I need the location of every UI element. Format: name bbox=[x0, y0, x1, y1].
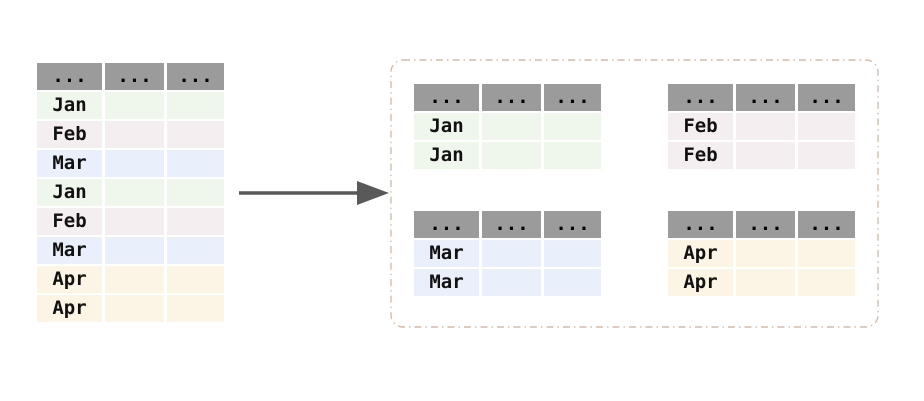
empty-cell bbox=[482, 240, 541, 267]
empty-cell bbox=[736, 142, 795, 169]
empty-cell bbox=[105, 295, 164, 322]
empty-cell bbox=[167, 179, 224, 206]
empty-cell bbox=[798, 240, 855, 267]
empty-cell bbox=[798, 113, 855, 140]
empty-cell bbox=[167, 266, 224, 293]
empty-cell bbox=[798, 142, 855, 169]
empty-cell bbox=[482, 269, 541, 296]
month-cell: Feb bbox=[668, 113, 733, 140]
header-cell: ... bbox=[798, 84, 855, 111]
header-cell: ... bbox=[482, 84, 541, 111]
group-table-feb: ... ... ... Feb Feb bbox=[668, 84, 855, 169]
empty-cell bbox=[167, 208, 224, 235]
header-cell: ... bbox=[414, 211, 479, 238]
header-cell: ... bbox=[167, 63, 224, 90]
empty-cell bbox=[167, 295, 224, 322]
header-cell: ... bbox=[668, 211, 733, 238]
header-cell: ... bbox=[544, 211, 601, 238]
empty-cell bbox=[736, 269, 795, 296]
group-table-mar: ... ... ... Mar Mar bbox=[414, 211, 601, 296]
empty-cell bbox=[482, 113, 541, 140]
empty-cell bbox=[105, 121, 164, 148]
header-cell: ... bbox=[736, 211, 795, 238]
empty-cell bbox=[105, 266, 164, 293]
empty-cell bbox=[736, 113, 795, 140]
empty-cell bbox=[105, 179, 164, 206]
month-cell: Feb bbox=[37, 208, 102, 235]
month-cell: Feb bbox=[37, 121, 102, 148]
empty-cell bbox=[167, 92, 224, 119]
groups-container: ... ... ... Jan Jan ... ... ... Feb Feb … bbox=[390, 59, 879, 328]
empty-cell bbox=[544, 269, 601, 296]
empty-cell bbox=[482, 142, 541, 169]
empty-cell bbox=[105, 208, 164, 235]
month-cell: Jan bbox=[414, 113, 479, 140]
month-cell: Apr bbox=[668, 240, 733, 267]
header-cell: ... bbox=[798, 211, 855, 238]
month-cell: Feb bbox=[668, 142, 733, 169]
month-cell: Jan bbox=[37, 179, 102, 206]
month-cell: Jan bbox=[37, 92, 102, 119]
month-cell: Jan bbox=[414, 142, 479, 169]
empty-cell bbox=[105, 150, 164, 177]
header-cell: ... bbox=[668, 84, 733, 111]
empty-cell bbox=[544, 142, 601, 169]
month-cell: Apr bbox=[37, 266, 102, 293]
empty-cell bbox=[736, 240, 795, 267]
empty-cell bbox=[544, 240, 601, 267]
empty-cell bbox=[167, 121, 224, 148]
header-cell: ... bbox=[105, 63, 164, 90]
month-cell: Mar bbox=[37, 150, 102, 177]
dashed-border bbox=[390, 59, 879, 328]
header-cell: ... bbox=[736, 84, 795, 111]
month-cell: Apr bbox=[668, 269, 733, 296]
empty-cell bbox=[167, 150, 224, 177]
month-cell: Mar bbox=[414, 269, 479, 296]
month-cell: Apr bbox=[37, 295, 102, 322]
empty-cell bbox=[105, 237, 164, 264]
month-cell: Mar bbox=[414, 240, 479, 267]
source-table: ... ... ... Jan Feb Mar Jan Feb Mar Apr … bbox=[37, 63, 224, 322]
header-cell: ... bbox=[544, 84, 601, 111]
empty-cell bbox=[167, 237, 224, 264]
header-cell: ... bbox=[414, 84, 479, 111]
header-cell: ... bbox=[37, 63, 102, 90]
empty-cell bbox=[798, 269, 855, 296]
arrow-icon bbox=[236, 172, 392, 214]
empty-cell bbox=[544, 113, 601, 140]
group-table-apr: ... ... ... Apr Apr bbox=[668, 211, 855, 296]
header-cell: ... bbox=[482, 211, 541, 238]
group-table-jan: ... ... ... Jan Jan bbox=[414, 84, 601, 169]
empty-cell bbox=[105, 92, 164, 119]
month-cell: Mar bbox=[37, 237, 102, 264]
